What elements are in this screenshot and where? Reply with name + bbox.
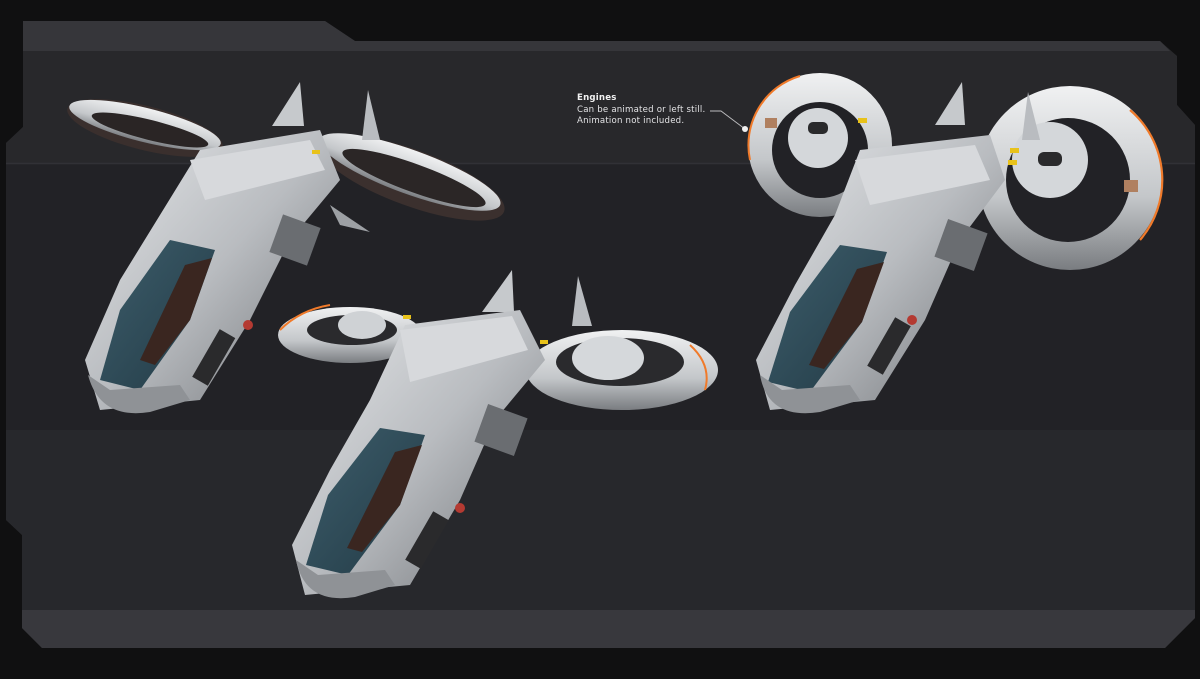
engines-callout: Engines Can be animated or left still. A…: [577, 93, 705, 128]
callout-line-1: Can be animated or left still.: [577, 104, 706, 115]
ship-rotors-vertical: [67, 82, 505, 414]
callout-title: Engines: [577, 93, 617, 103]
callout-leader-line: [710, 110, 748, 132]
ship-rotors-top: [747, 73, 1164, 414]
ship-rotors-horizontal: [278, 270, 718, 599]
callout-line-2: Animation not included.: [577, 116, 685, 126]
